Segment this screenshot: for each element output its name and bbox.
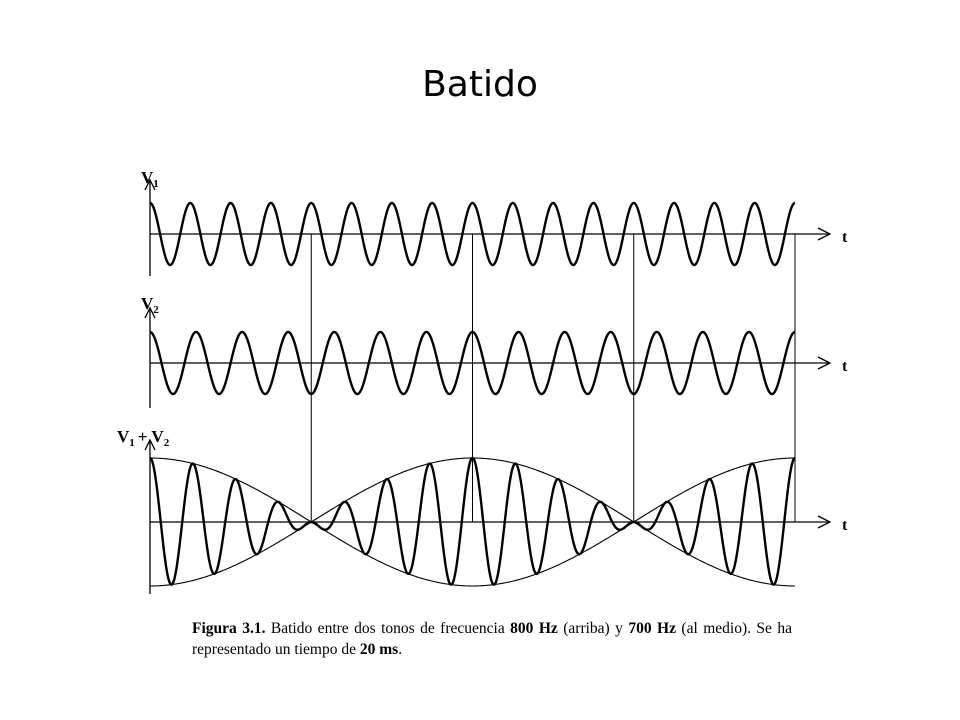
y-arrow-3 (144, 438, 156, 451)
wave-v1 (149, 201, 796, 267)
v1-label: V1 (141, 168, 159, 190)
envelope-lower (149, 457, 796, 587)
figure-label: Figura 3.1. (192, 620, 266, 637)
slide-title: Batido (422, 64, 538, 105)
axis-labels: V1 t V2 t V1+ V2 t (117, 168, 848, 534)
period-markers (310, 234, 796, 522)
t-label-1: t (842, 229, 848, 246)
time-arrow-3 (817, 515, 832, 529)
t-label-2: t (842, 358, 848, 375)
t-label-3: t (842, 517, 848, 534)
axes (144, 178, 832, 594)
figure-caption: Figura 3.1. Batido entre dos tonos de fr… (192, 620, 793, 658)
envelope-upper (149, 457, 796, 587)
wave-v2 (149, 330, 796, 396)
v2-label: V2 (141, 294, 159, 316)
y-arrow-1 (144, 178, 156, 191)
time-arrow-1 (817, 227, 832, 241)
time-arrow-2 (817, 356, 832, 370)
v1-plus-v2-label: V1+ V2 (117, 427, 170, 449)
waveforms (149, 201, 796, 587)
y-arrow-2 (144, 306, 156, 319)
